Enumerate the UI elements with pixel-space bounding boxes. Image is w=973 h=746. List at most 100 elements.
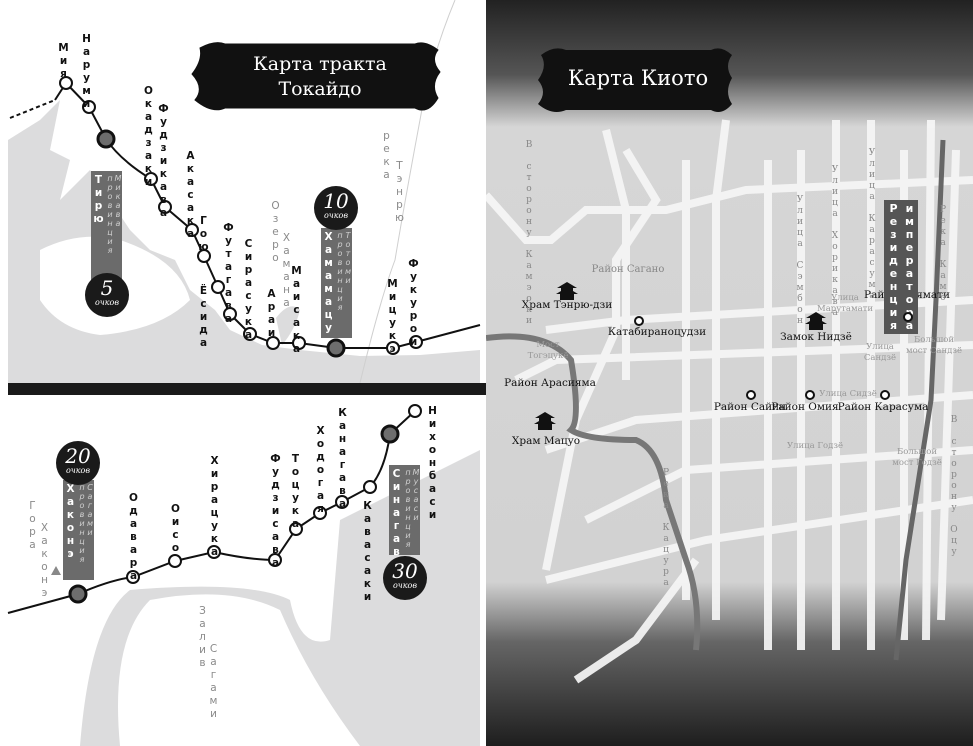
station-marker xyxy=(144,172,158,186)
sagami-bay xyxy=(118,594,360,746)
tokaido-title-line1: Карта тракта xyxy=(253,53,387,75)
checkpoint-marker xyxy=(326,338,346,358)
station-label: Хирацука xyxy=(208,455,221,559)
upper-station-markers xyxy=(59,76,423,358)
station-marker xyxy=(207,545,221,559)
kyoto-title: Карта Киото xyxy=(567,66,709,90)
station-label: Сирасука xyxy=(242,238,255,342)
castle-label: Замок Нидзё xyxy=(780,331,852,343)
vertical-label: Река Кацура xyxy=(661,468,671,589)
points-unit: очков xyxy=(94,298,120,307)
river-kamo xyxy=(893,139,946,661)
lake-label: Хамана xyxy=(280,232,293,310)
station-label: Тоцука xyxy=(289,453,302,531)
station-label: Гою xyxy=(197,215,210,254)
points-unit: очков xyxy=(65,466,91,475)
station-marker xyxy=(158,200,172,214)
station-marker xyxy=(59,76,73,90)
place-marker-icon xyxy=(880,390,890,400)
river-label: Тэнрю xyxy=(393,160,406,225)
street-label: Улица Сандзё xyxy=(863,342,897,363)
station-marker xyxy=(126,570,140,584)
temple-icon xyxy=(805,312,827,330)
checkpoint-province: провинция Тотоми xyxy=(335,231,353,312)
river-katsura xyxy=(486,333,701,651)
points-unit: очков xyxy=(323,211,349,220)
station-label: Мицукэ xyxy=(386,278,399,356)
station-marker xyxy=(243,327,257,341)
station-marker xyxy=(197,249,211,263)
checkpoint-marker xyxy=(380,424,400,444)
checkpoint-marker xyxy=(68,584,88,604)
vertical-label: Улица Карасума xyxy=(867,148,877,302)
place-marker-icon xyxy=(746,390,756,400)
lake-label: Озеро xyxy=(269,200,282,265)
mountain-label: Гора xyxy=(26,500,39,552)
station-label: Ходогая xyxy=(314,425,327,516)
station-marker xyxy=(266,336,280,350)
station-marker xyxy=(292,336,306,350)
bridge-label: Большой мост Годзё xyxy=(892,447,942,468)
place-marker-icon xyxy=(634,316,644,326)
kyoto-roads xyxy=(486,119,973,684)
station-label: Одавара xyxy=(127,492,140,583)
station-marker xyxy=(363,480,377,494)
station-label: Наруми xyxy=(80,33,93,111)
station-marker xyxy=(185,223,199,237)
station-marker xyxy=(408,404,422,418)
district-label: Район Сайин xyxy=(713,401,787,413)
vertical-label: Улица Хорикава xyxy=(830,165,840,319)
checkpoint-province: провинция Мусаси xyxy=(403,468,421,549)
title-banner-shape xyxy=(538,48,732,112)
palace-label: Резиденция xyxy=(886,202,900,332)
station-label: Кавасаки xyxy=(361,500,374,604)
checkpoint-name: Синагава xyxy=(390,468,403,572)
station-label: Нихонбаси xyxy=(426,405,439,522)
station-label: Окадзаки xyxy=(142,85,155,189)
tokaido-title: Карта тракта Токайдо xyxy=(215,52,425,102)
district-label: Район Арасияма xyxy=(504,377,596,389)
mountain-icon xyxy=(51,566,61,575)
station-label: Канагава xyxy=(336,407,349,511)
map-divider xyxy=(8,383,486,395)
station-label: Фудзисава xyxy=(269,453,282,570)
temple-icon xyxy=(534,412,556,430)
station-label: Акасака xyxy=(184,150,197,241)
palace-label: императора xyxy=(902,202,916,332)
checkpoint-province: провинция Сагами xyxy=(77,483,95,564)
street-label: Улица Марутамати xyxy=(816,293,874,314)
kyoto-map-graphics xyxy=(486,0,973,746)
bay-label: Сагами xyxy=(207,643,220,721)
title-banner-shape xyxy=(191,42,441,111)
pagoda-shape xyxy=(805,312,827,330)
station-marker xyxy=(289,522,303,536)
checkpoint-name: Хаконэ xyxy=(64,483,77,561)
vertical-label: Река Камо xyxy=(938,205,948,304)
station-marker xyxy=(313,506,327,520)
district-label: Район Сагано xyxy=(591,264,665,275)
tokaido-title-line2: Токайдо xyxy=(278,78,362,100)
kyoto-background xyxy=(486,0,973,746)
station-marker xyxy=(386,341,400,355)
lake-hamana xyxy=(276,306,300,345)
river-label: река xyxy=(380,130,393,182)
points-value: 30 xyxy=(392,559,418,583)
lower-station-markers xyxy=(68,404,422,604)
points-value: 5 xyxy=(100,276,114,300)
checkpoint-province: провинция Микава xyxy=(105,174,123,255)
station-label: Оисо xyxy=(169,503,182,555)
checkpoint-marker xyxy=(96,129,116,149)
station-marker xyxy=(211,280,225,294)
street-label: Улица Сидзё xyxy=(819,389,877,399)
station-marker xyxy=(268,553,282,567)
station-marker xyxy=(335,495,349,509)
station-marker xyxy=(223,307,237,321)
